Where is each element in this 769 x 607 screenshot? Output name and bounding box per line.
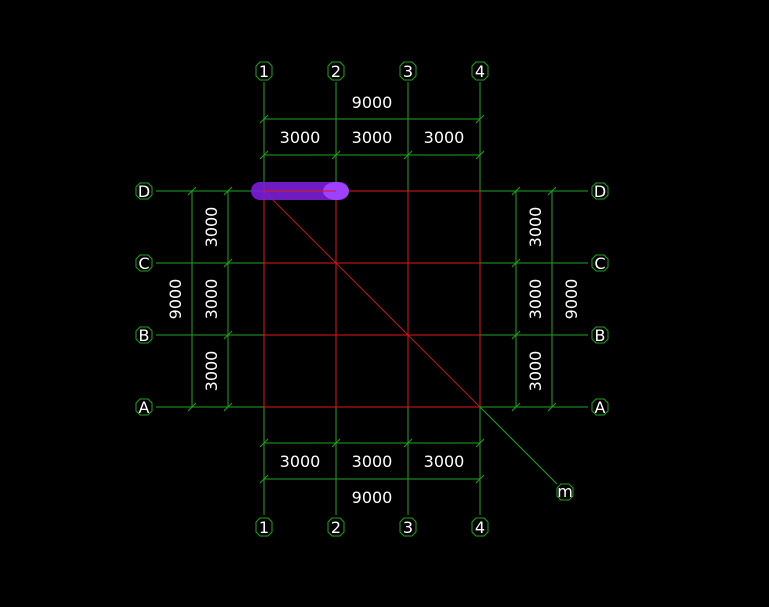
dim-right-span-1: 3000 bbox=[526, 207, 545, 248]
axis-label-top-3: 3 bbox=[403, 62, 413, 81]
axis-label-bottom-2: 2 bbox=[331, 518, 341, 537]
axis-bubble-left-D[interactable]: D bbox=[135, 182, 153, 201]
selected-beam-highlight[interactable] bbox=[251, 182, 349, 200]
dim-left-total: 9000 bbox=[166, 279, 185, 320]
dim-right-total: 9000 bbox=[562, 279, 581, 320]
axis-label-bottom-4: 4 bbox=[475, 518, 485, 537]
beam-diagonal[interactable] bbox=[263, 190, 481, 408]
dim-right-span-2: 3000 bbox=[526, 279, 545, 320]
dim-left-span-2: 3000 bbox=[202, 279, 221, 320]
axis-bubble-left-B[interactable]: B bbox=[135, 326, 153, 345]
axis-bubble-left-A[interactable]: A bbox=[135, 398, 153, 417]
axis-bubbles: 1 2 3 4 1 2 3 4 bbox=[135, 61, 609, 537]
axis-bubble-bottom-3[interactable]: 3 bbox=[399, 517, 417, 537]
axis-bubble-right-C[interactable]: C bbox=[591, 254, 609, 273]
axis-label-top-4: 4 bbox=[475, 62, 485, 81]
dim-top-span-3: 3000 bbox=[424, 128, 465, 147]
axis-bubble-bottom-1[interactable]: 1 bbox=[255, 517, 273, 537]
dim-right-span-3: 3000 bbox=[526, 351, 545, 392]
dimension-texts: 9000 3000 3000 3000 3000 3000 3000 9000 … bbox=[166, 93, 581, 507]
beam-grid bbox=[263, 190, 481, 408]
axis-bubble-diagonal-m[interactable]: m bbox=[556, 482, 574, 501]
dim-top-span-2: 3000 bbox=[352, 128, 393, 147]
axis-bubble-top-4[interactable]: 4 bbox=[471, 61, 489, 81]
dim-left-span-1: 3000 bbox=[202, 207, 221, 248]
dim-bottom-total: 9000 bbox=[352, 488, 393, 507]
axis-label-right-D: D bbox=[594, 182, 606, 201]
axis-label-bottom-3: 3 bbox=[403, 518, 413, 537]
axis-bubble-top-3[interactable]: 3 bbox=[399, 61, 417, 81]
dim-top-total: 9000 bbox=[352, 93, 393, 112]
axis-bubble-right-A[interactable]: A bbox=[591, 398, 609, 417]
axis-bubble-right-D[interactable]: D bbox=[591, 182, 609, 201]
axis-bubble-top-2[interactable]: 2 bbox=[327, 61, 345, 81]
axis-label-left-B: B bbox=[139, 326, 150, 345]
axis-bubble-right-B[interactable]: B bbox=[591, 326, 609, 345]
axis-label-left-C: C bbox=[138, 254, 149, 273]
axis-label-right-B: B bbox=[595, 326, 606, 345]
axis-label-left-D: D bbox=[138, 182, 150, 201]
axis-bubble-top-1[interactable]: 1 bbox=[255, 61, 273, 81]
axis-label-diagonal-m: m bbox=[557, 482, 573, 501]
dim-top-span-1: 3000 bbox=[280, 128, 321, 147]
dim-left-span-3: 3000 bbox=[202, 351, 221, 392]
axis-label-right-C: C bbox=[594, 254, 605, 273]
axis-label-top-2: 2 bbox=[331, 62, 341, 81]
dimension-lines bbox=[187, 114, 557, 484]
axis-bubble-bottom-2[interactable]: 2 bbox=[327, 517, 345, 537]
axis-label-bottom-1: 1 bbox=[259, 518, 269, 537]
diagonal-axis-m-line[interactable] bbox=[479, 406, 558, 485]
dim-bottom-span-1: 3000 bbox=[280, 452, 321, 471]
dim-bottom-span-3: 3000 bbox=[424, 452, 465, 471]
axis-bubble-bottom-4[interactable]: 4 bbox=[471, 517, 489, 537]
axis-bubble-left-C[interactable]: C bbox=[135, 254, 153, 273]
axis-label-right-A: A bbox=[595, 398, 606, 417]
axis-label-top-1: 1 bbox=[259, 62, 269, 81]
dim-bottom-span-2: 3000 bbox=[352, 452, 393, 471]
axis-label-left-A: A bbox=[139, 398, 150, 417]
